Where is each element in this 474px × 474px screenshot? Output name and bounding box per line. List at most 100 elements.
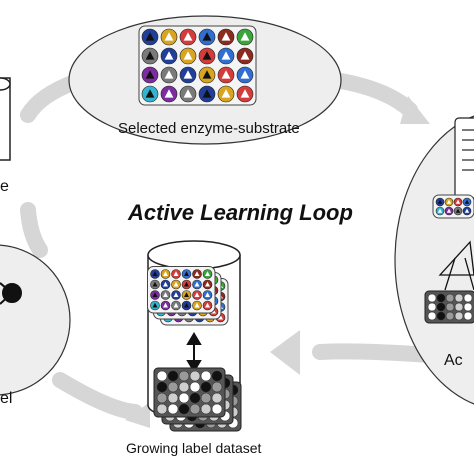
substrate-marker <box>173 271 179 277</box>
loop-arrow-bottom-left <box>52 372 143 420</box>
substrate-marker <box>464 208 470 213</box>
left-mid-label: e <box>0 178 9 195</box>
substrate-marker <box>202 89 212 98</box>
plate-well <box>211 370 223 382</box>
plate-well <box>189 392 201 404</box>
loop-arrow-left <box>20 202 48 258</box>
diagram-title: Active Learning Loop <box>128 200 353 225</box>
substrate-marker <box>455 208 461 213</box>
plate-well <box>445 302 455 312</box>
plate-well <box>200 403 212 415</box>
plate-well <box>463 293 473 303</box>
substrate-marker <box>221 70 231 79</box>
substrate-marker <box>194 271 200 277</box>
substrate-marker <box>145 70 155 79</box>
plate-well <box>156 403 168 415</box>
loop-arrows <box>20 72 438 420</box>
substrate-marker <box>184 271 189 277</box>
plate-well <box>454 293 464 303</box>
color-plate-stack <box>147 266 229 326</box>
substrate-marker <box>464 199 470 204</box>
substrate-marker <box>446 199 452 204</box>
left-cylinder <box>0 77 11 161</box>
substrate-marker <box>205 281 210 287</box>
plate-well <box>211 392 223 404</box>
substrate-marker <box>173 281 179 287</box>
substrate-marker <box>145 51 155 60</box>
substrate-marker <box>163 292 168 298</box>
substrate-marker <box>240 32 250 41</box>
substrate-marker <box>152 271 158 277</box>
substrate-marker <box>184 292 189 298</box>
substrate-marker <box>455 199 461 204</box>
arrowhead-right <box>400 96 430 124</box>
substrate-marker <box>164 89 174 98</box>
substrate-marker <box>145 89 155 98</box>
substrate-marker <box>202 32 212 41</box>
loop-arrow-bottom-right <box>312 343 438 363</box>
plate-well <box>178 392 190 404</box>
substrate-marker <box>437 208 443 213</box>
substrate-marker <box>202 70 212 79</box>
substrate-marker <box>218 314 223 320</box>
substrate-marker <box>164 51 174 60</box>
plate-well <box>167 381 179 393</box>
plate-well <box>178 370 190 382</box>
plate-well <box>427 311 437 321</box>
substrate-marker <box>183 32 193 41</box>
substrate-marker <box>152 302 158 308</box>
right-ellipse <box>394 115 474 405</box>
plate-well <box>463 302 473 312</box>
substrate-marker <box>194 281 200 287</box>
grey-plate-stack <box>153 367 242 432</box>
substrate-marker <box>164 32 174 41</box>
selected-label: Selected enzyme-substrate <box>118 120 300 137</box>
plate-well <box>436 311 446 321</box>
plate-well <box>167 403 179 415</box>
substrate-marker <box>183 51 193 60</box>
substrate-marker <box>446 208 452 213</box>
plate-well <box>167 370 179 382</box>
plate-well <box>200 370 212 382</box>
loop-arrow-top-right <box>327 72 418 118</box>
substrate-marker <box>221 89 231 98</box>
substrate-marker <box>163 281 168 287</box>
plate-well <box>454 302 464 312</box>
substrate-marker <box>163 302 168 308</box>
substrate-marker <box>437 199 443 204</box>
substrate-marker <box>173 292 179 298</box>
substrate-marker <box>184 302 189 308</box>
substrate-marker <box>173 302 179 308</box>
plate-well <box>463 311 473 321</box>
substrate-marker <box>202 51 212 60</box>
plate-well <box>445 311 455 321</box>
left-ellipse <box>0 244 71 396</box>
substrate-marker <box>205 292 210 298</box>
plate-well <box>427 302 437 312</box>
robot-instrument <box>454 117 474 199</box>
loop-arrow-top-left <box>20 74 83 123</box>
instrument-plate <box>432 194 474 219</box>
substrate-marker <box>183 89 193 98</box>
substrate-marker <box>163 271 168 277</box>
plate-well <box>436 302 446 312</box>
substrate-marker <box>205 271 210 277</box>
growing-label: Growing label dataset <box>126 440 262 456</box>
plate-well <box>200 381 212 393</box>
right-bottom-label: Ac <box>444 352 463 369</box>
substrate-marker <box>194 292 200 298</box>
plate-well <box>436 293 446 303</box>
substrate-marker <box>145 32 155 41</box>
substrate-marker <box>221 51 231 60</box>
plate-well <box>167 392 179 404</box>
arrowhead-bottom-center <box>125 402 150 428</box>
substrate-marker <box>183 70 193 79</box>
substrate-marker <box>240 51 250 60</box>
plate-well <box>156 392 168 404</box>
substrate-marker <box>205 302 210 308</box>
plate-well <box>178 403 190 415</box>
substrate-marker <box>164 70 174 79</box>
plate-well <box>200 392 212 404</box>
sensor-pyramid <box>438 240 474 291</box>
